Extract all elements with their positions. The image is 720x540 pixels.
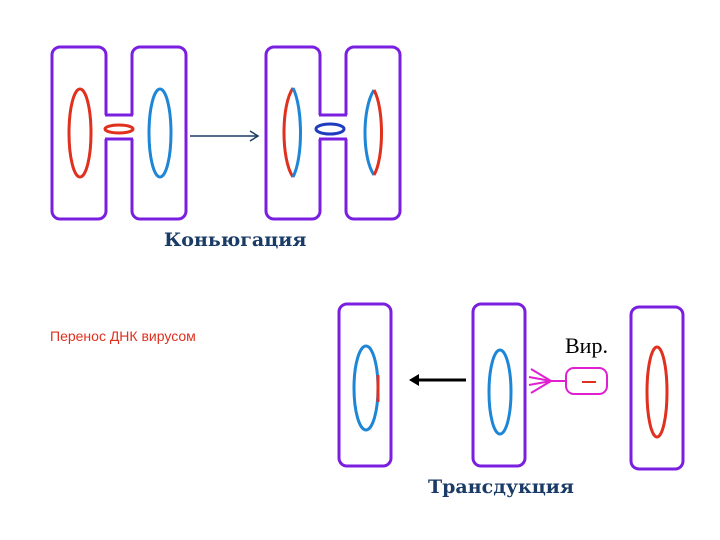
transduction-donor — [629, 305, 685, 471]
recipient-cell — [344, 45, 402, 221]
transduction-caption: Трансдукция — [428, 476, 574, 498]
plasmid — [314, 122, 346, 136]
donor-chromosome — [645, 345, 669, 439]
infected-cell — [471, 302, 527, 468]
donor-chromosome — [282, 87, 295, 178]
recipient-chromosome — [363, 89, 376, 176]
cell-chromosome — [487, 348, 513, 436]
donor-chromosome — [67, 87, 93, 179]
conjugation-after — [264, 45, 402, 221]
conjugation-before — [50, 45, 188, 221]
transduction-infected-cell — [471, 302, 527, 468]
recipient-chromosome — [147, 87, 173, 179]
arrow-right-icon — [190, 130, 260, 142]
virus-label: Вир. — [565, 333, 608, 358]
donor-cell — [264, 45, 322, 221]
recipient-cell — [337, 302, 393, 468]
donor-cell — [50, 45, 108, 221]
donor-cell — [629, 305, 685, 471]
virus-transfer-label: Перенос ДНК вирусом — [50, 328, 196, 344]
conjugation-caption: Коньюгация — [164, 229, 307, 251]
recipient-cell — [130, 45, 188, 221]
virus-tail-fiber — [530, 368, 552, 382]
arrow-left-icon — [409, 374, 466, 386]
transduction-recipient — [337, 302, 393, 468]
plasmid — [103, 123, 135, 135]
virus-icon — [528, 367, 608, 395]
